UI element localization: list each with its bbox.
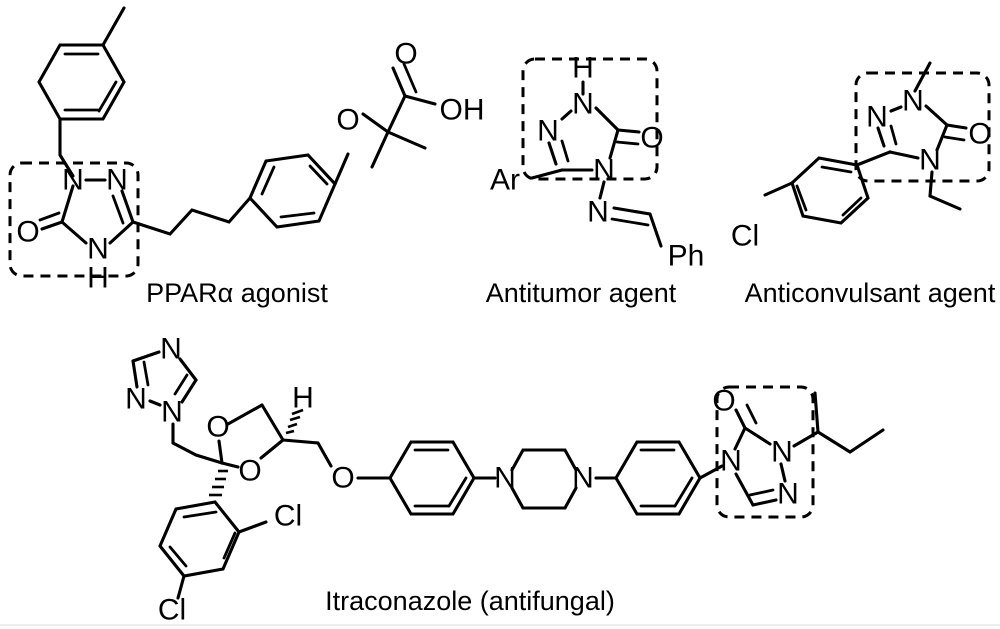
highlight-box-anticonvulsant-triazolone <box>854 71 991 183</box>
itraconazole-piperazine-ring <box>510 448 578 510</box>
atom-label-n: N <box>161 396 183 429</box>
ppar-methyl-b <box>386 130 427 150</box>
atom-label-n: N <box>771 436 793 469</box>
structure-antitumor-agent: H N N N O Ar N Ph Antitumor agent <box>486 52 705 309</box>
ppar-tolyl-ring <box>37 6 126 121</box>
atom-label-h: H <box>292 382 314 415</box>
atom-label-n: N <box>902 85 924 118</box>
itraconazole-secbutyl-methyl <box>813 391 820 434</box>
atom-label-n: N <box>87 233 109 266</box>
structure-anticonvulsant-agent: N N N O Cl Anticonvulsant agent <box>731 61 996 308</box>
atom-label-o: O <box>968 118 991 151</box>
atom-label-n: N <box>572 462 594 495</box>
itraconazole-phenyl-left <box>388 440 476 516</box>
atom-label-ar: Ar <box>490 164 520 197</box>
itraconazole-triazolone-ring <box>733 403 787 507</box>
itraconazole-aryl-n-bond <box>698 464 724 480</box>
itraconazole-stereo-hash-aryl <box>209 469 228 497</box>
itraconazole-stereo-hash-h <box>285 408 304 435</box>
caption-antitumor-agent: Antitumor agent <box>486 278 677 308</box>
atom-label-o: O <box>394 38 417 71</box>
ppar-benzyl-ch2 <box>58 117 75 178</box>
atom-label-o: O <box>16 216 39 249</box>
itraconazole-dioxolane-ring <box>217 403 285 469</box>
itraconazole-ch2-o-link <box>281 438 333 468</box>
atom-label-cl: Cl <box>274 500 302 533</box>
atom-label-o: O <box>206 411 229 444</box>
structure-itraconazole: N N N O O H <box>125 333 885 627</box>
atom-label-n: N <box>62 164 84 197</box>
caption-itraconazole: Itraconazole (antifungal) <box>325 586 615 616</box>
ppar-methyl-a <box>370 130 390 169</box>
atom-label-o: O <box>640 122 663 155</box>
atom-label-n: N <box>572 88 594 121</box>
antitumor-ar-bond <box>530 168 564 180</box>
atom-label-n: N <box>494 462 516 495</box>
itraconazole-triazole-ring <box>131 350 198 407</box>
atom-label-n: N <box>777 478 799 511</box>
anticonvulsant-n-ethyl <box>928 170 962 211</box>
anticonvulsant-triazolone-ring <box>876 61 968 160</box>
antitumor-n-n-bond <box>598 180 606 200</box>
atom-label-n: N <box>537 115 559 148</box>
antitumor-ch2-bond <box>648 212 663 248</box>
atom-label-o: O <box>331 462 354 495</box>
atom-label-cl: Cl <box>158 594 186 627</box>
atom-label-ph: Ph <box>668 240 705 273</box>
structure-ppar-alpha-agonist: N N N H O O O <box>8 6 485 308</box>
ppar-ether-bond-right <box>361 112 390 134</box>
ppar-phenyl-ring <box>248 153 337 229</box>
atom-label-n: N <box>919 144 941 177</box>
ppar-hydroxyl-bond <box>403 94 437 106</box>
atom-label-cl: Cl <box>731 220 759 253</box>
anticonvulsant-chlorophenyl-ring <box>763 156 870 225</box>
atom-label-o: O <box>336 104 359 137</box>
antitumor-triazolone-ring <box>547 80 641 172</box>
highlight-box-itraconazole-triazolone <box>715 385 815 519</box>
highlight-box-antitumor-triazolone <box>521 57 659 181</box>
atom-label-n: N <box>866 101 888 134</box>
atom-label-h: H <box>87 262 109 295</box>
atom-label-h: H <box>572 52 594 85</box>
itraconazole-secbutyl-ethyl <box>816 428 885 454</box>
itraconazole-dichlorophenyl-ring <box>158 500 268 600</box>
atom-label-n: N <box>587 196 609 229</box>
caption-anticonvulsant-agent: Anticonvulsant agent <box>745 278 996 308</box>
atom-label-n: N <box>720 445 742 478</box>
ppar-triazolone-ring <box>38 178 135 245</box>
highlight-box-ppar-triazolone <box>8 161 140 278</box>
itraconazole-phenyl-right <box>614 440 702 516</box>
atom-label-o: O <box>238 455 261 488</box>
atom-label-oh: OH <box>440 94 485 127</box>
caption-ppar-alpha-agonist: PPARα agonist <box>146 278 328 308</box>
atom-label-n: N <box>106 164 128 197</box>
anticonvulsant-aryl-bond <box>855 150 892 167</box>
ppar-carboxyl-c <box>386 94 407 134</box>
atom-label-n: N <box>160 333 182 366</box>
ppar-ether-bond-left <box>333 152 350 186</box>
atom-label-n: N <box>593 154 615 187</box>
ppar-propyl-linker <box>131 196 252 236</box>
atom-label-n: N <box>125 383 147 416</box>
itraconazole-ch2-link <box>171 422 224 465</box>
atom-label-o: O <box>712 385 735 418</box>
itraconazole-secbutyl-ch <box>792 430 820 448</box>
